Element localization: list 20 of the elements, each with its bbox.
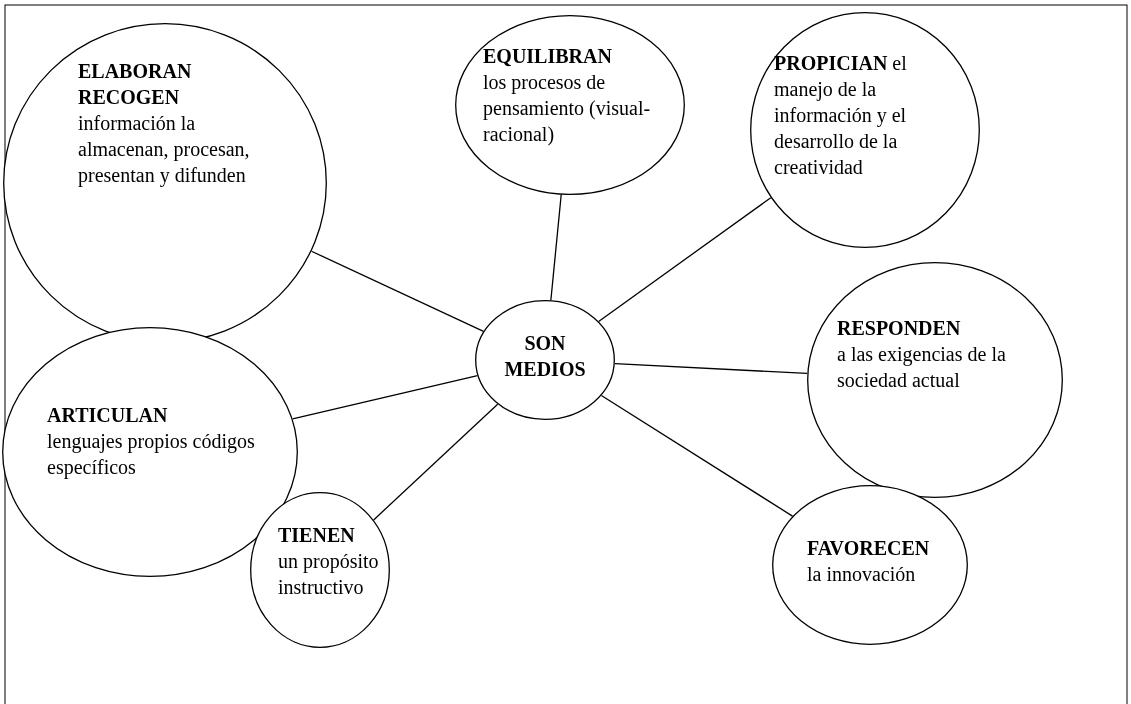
concept-text: información la almacenan, procesan, presentan y difunden: [78, 111, 251, 188]
connector-line: [550, 194, 562, 301]
connector-line: [614, 362, 808, 375]
connector-line: [310, 250, 485, 332]
connector-line: [292, 375, 479, 420]
concept-text: PROPICIAN el manejo de la información y el desarrollo de la creatividad: [774, 51, 908, 180]
concept-heading: SON MEDIOS: [503, 331, 587, 382]
concept-text: lenguajes propios códigos específicos: [47, 429, 256, 480]
concept-heading: ARTICULAN: [47, 403, 168, 428]
concept-heading: FAVORECEN: [807, 536, 930, 561]
concept-text: los procesos de pensamiento (visual-racional): [483, 70, 652, 147]
concept-text: la innovación: [807, 562, 916, 587]
connector-line: [600, 394, 794, 517]
connector-line: [598, 197, 772, 323]
concept-text: a las exigencias de la sociedad actual: [837, 342, 1007, 393]
concept-heading: RESPONDEN: [837, 316, 961, 341]
concept-heading: EQUILIBRAN: [483, 44, 612, 69]
connector-line: [373, 403, 499, 521]
concept-text: un propósito instructivo: [278, 549, 380, 600]
concept-heading: TIENEN: [278, 523, 355, 548]
